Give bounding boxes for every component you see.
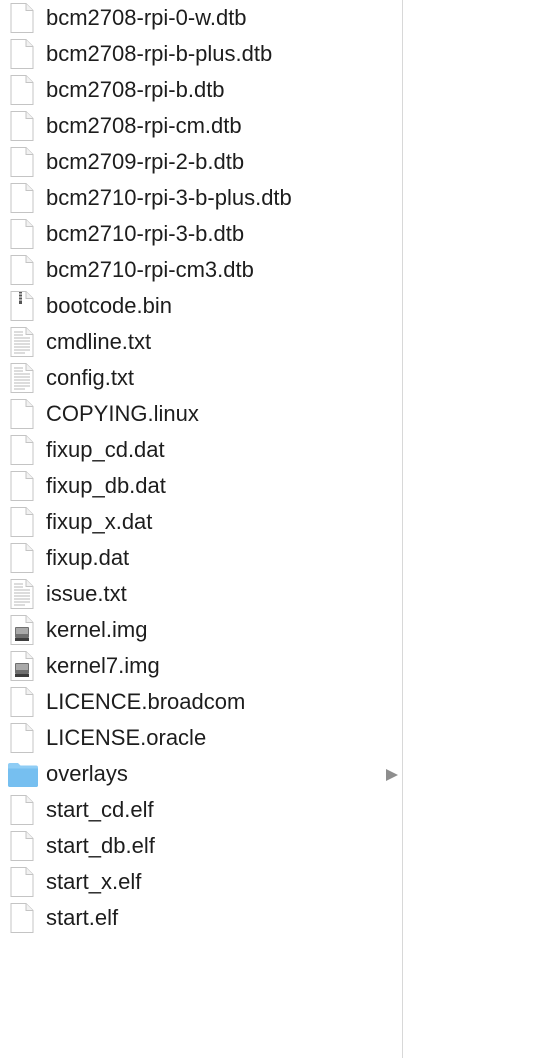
file-name: COPYING.linux	[46, 401, 199, 426]
file-name: kernel7.img	[46, 653, 160, 678]
file-name: fixup.dat	[46, 545, 130, 570]
file-name: cmdline.txt	[46, 329, 152, 354]
document-icon	[7, 434, 37, 466]
disk-image-icon	[7, 650, 37, 682]
file-name: fixup_cd.dat	[46, 437, 165, 462]
file-name: config.txt	[46, 365, 135, 390]
file-name: issue.txt	[46, 581, 127, 606]
file-name: overlays	[46, 761, 128, 786]
document-icon	[7, 470, 37, 502]
file-name: bcm2708-rpi-b-plus.dtb	[46, 41, 273, 66]
file-row[interactable]: kernel7.img	[0, 648, 402, 684]
file-row[interactable]: start.elf	[0, 900, 402, 936]
file-row[interactable]: fixup_x.dat	[0, 504, 402, 540]
file-row[interactable]: LICENCE.broadcom	[0, 684, 402, 720]
document-icon	[7, 38, 37, 70]
file-column[interactable]: bcm2708-rpi-0-w.dtb bcm2708-rpi-b-plus.d…	[0, 0, 402, 1058]
file-row[interactable]: start_db.elf	[0, 828, 402, 864]
file-row[interactable]: bcm2708-rpi-cm.dtb	[0, 108, 402, 144]
file-row[interactable]: fixup_cd.dat	[0, 432, 402, 468]
file-name: bootcode.bin	[46, 293, 172, 318]
empty-column[interactable]	[403, 0, 538, 1058]
text-document-icon	[7, 362, 37, 394]
folder-icon	[7, 758, 38, 790]
document-icon	[7, 254, 37, 286]
file-row[interactable]: bcm2710-rpi-3-b-plus.dtb	[0, 180, 402, 216]
file-row[interactable]: LICENSE.oracle	[0, 720, 402, 756]
file-list: bcm2708-rpi-0-w.dtb bcm2708-rpi-b-plus.d…	[0, 0, 402, 936]
file-name: start_db.elf	[46, 833, 155, 858]
file-name: start.elf	[46, 905, 119, 930]
document-icon	[7, 902, 37, 934]
document-icon	[7, 542, 37, 574]
document-icon	[7, 686, 37, 718]
archive-icon	[7, 290, 37, 322]
file-row[interactable]: bcm2709-rpi-2-b.dtb	[0, 144, 402, 180]
document-icon	[7, 794, 37, 826]
file-row[interactable]: cmdline.txt	[0, 324, 402, 360]
document-icon	[7, 146, 37, 178]
document-icon	[7, 506, 37, 538]
file-name: kernel.img	[46, 617, 148, 642]
file-name: bcm2710-rpi-cm3.dtb	[46, 257, 254, 282]
file-row[interactable]: bootcode.bin	[0, 288, 402, 324]
file-name: bcm2709-rpi-2-b.dtb	[46, 149, 245, 174]
file-name: bcm2710-rpi-3-b.dtb	[46, 221, 245, 246]
document-icon	[7, 110, 37, 142]
file-row[interactable]: bcm2708-rpi-0-w.dtb	[0, 0, 402, 36]
file-row[interactable]: bcm2708-rpi-b.dtb	[0, 72, 402, 108]
document-icon	[7, 398, 37, 430]
file-name: fixup_x.dat	[46, 509, 153, 534]
file-row[interactable]: kernel.img	[0, 612, 402, 648]
document-icon	[7, 722, 37, 754]
disk-image-icon	[7, 614, 37, 646]
file-row[interactable]: issue.txt	[0, 576, 402, 612]
file-row[interactable]: start_x.elf	[0, 864, 402, 900]
file-name: start_x.elf	[46, 869, 142, 894]
file-name: start_cd.elf	[46, 797, 154, 822]
file-name: bcm2708-rpi-b.dtb	[46, 77, 225, 102]
file-row[interactable]: fixup_db.dat	[0, 468, 402, 504]
file-row[interactable]: fixup.dat	[0, 540, 402, 576]
column-divider[interactable]	[402, 0, 403, 1058]
file-name: fixup_db.dat	[46, 473, 166, 498]
folder-row[interactable]: overlays	[0, 756, 402, 792]
file-row[interactable]: bcm2710-rpi-3-b.dtb	[0, 216, 402, 252]
file-name: bcm2710-rpi-3-b-plus.dtb	[46, 185, 292, 210]
document-icon	[7, 182, 37, 214]
document-icon	[7, 74, 37, 106]
document-icon	[7, 830, 37, 862]
file-row[interactable]: bcm2708-rpi-b-plus.dtb	[0, 36, 402, 72]
file-row[interactable]: COPYING.linux	[0, 396, 402, 432]
disclosure-chevron-icon[interactable]	[385, 768, 399, 781]
file-name: bcm2708-rpi-0-w.dtb	[46, 5, 247, 30]
document-icon	[7, 866, 37, 898]
file-row[interactable]: config.txt	[0, 360, 402, 396]
file-name: LICENSE.oracle	[46, 725, 207, 750]
text-document-icon	[7, 578, 37, 610]
text-document-icon	[7, 326, 37, 358]
document-icon	[7, 218, 37, 250]
file-name: bcm2708-rpi-cm.dtb	[46, 113, 242, 138]
file-row[interactable]: start_cd.elf	[0, 792, 402, 828]
document-icon	[7, 2, 37, 34]
file-row[interactable]: bcm2710-rpi-cm3.dtb	[0, 252, 402, 288]
file-name: LICENCE.broadcom	[46, 689, 246, 714]
